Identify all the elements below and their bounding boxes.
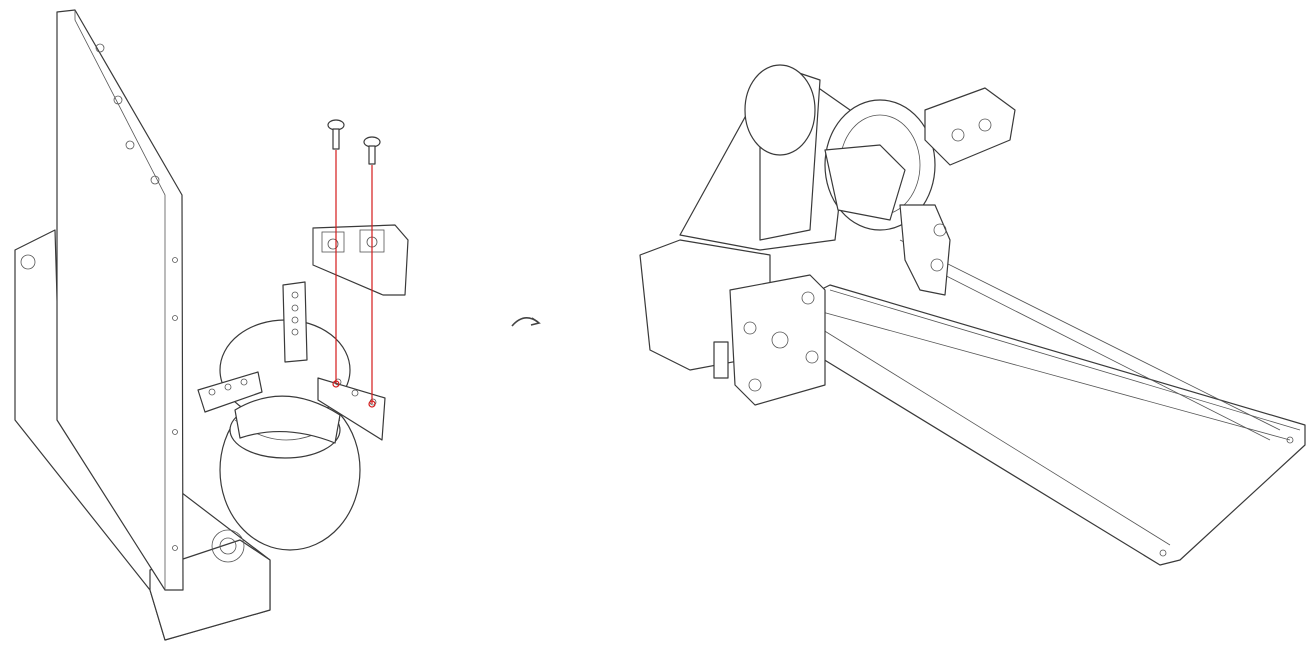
motor-face-plate: [729, 274, 826, 406]
left-assembly: [14, 9, 409, 641]
motor-connector: [713, 341, 729, 379]
screw-icon: [327, 119, 345, 150]
chuck-jaw: [899, 204, 951, 296]
jaw-cover: [312, 224, 409, 296]
chuck-jaw: [924, 87, 1016, 166]
chuck-jaw-left: [197, 371, 263, 413]
screw-icon: [363, 136, 381, 165]
chuck-jaw-right: [317, 377, 386, 441]
right-assembly: [639, 64, 1306, 566]
curved-arrow-icon: [511, 317, 541, 327]
rail-frame: [799, 284, 1306, 566]
chuck-jaw-top: [282, 281, 308, 363]
